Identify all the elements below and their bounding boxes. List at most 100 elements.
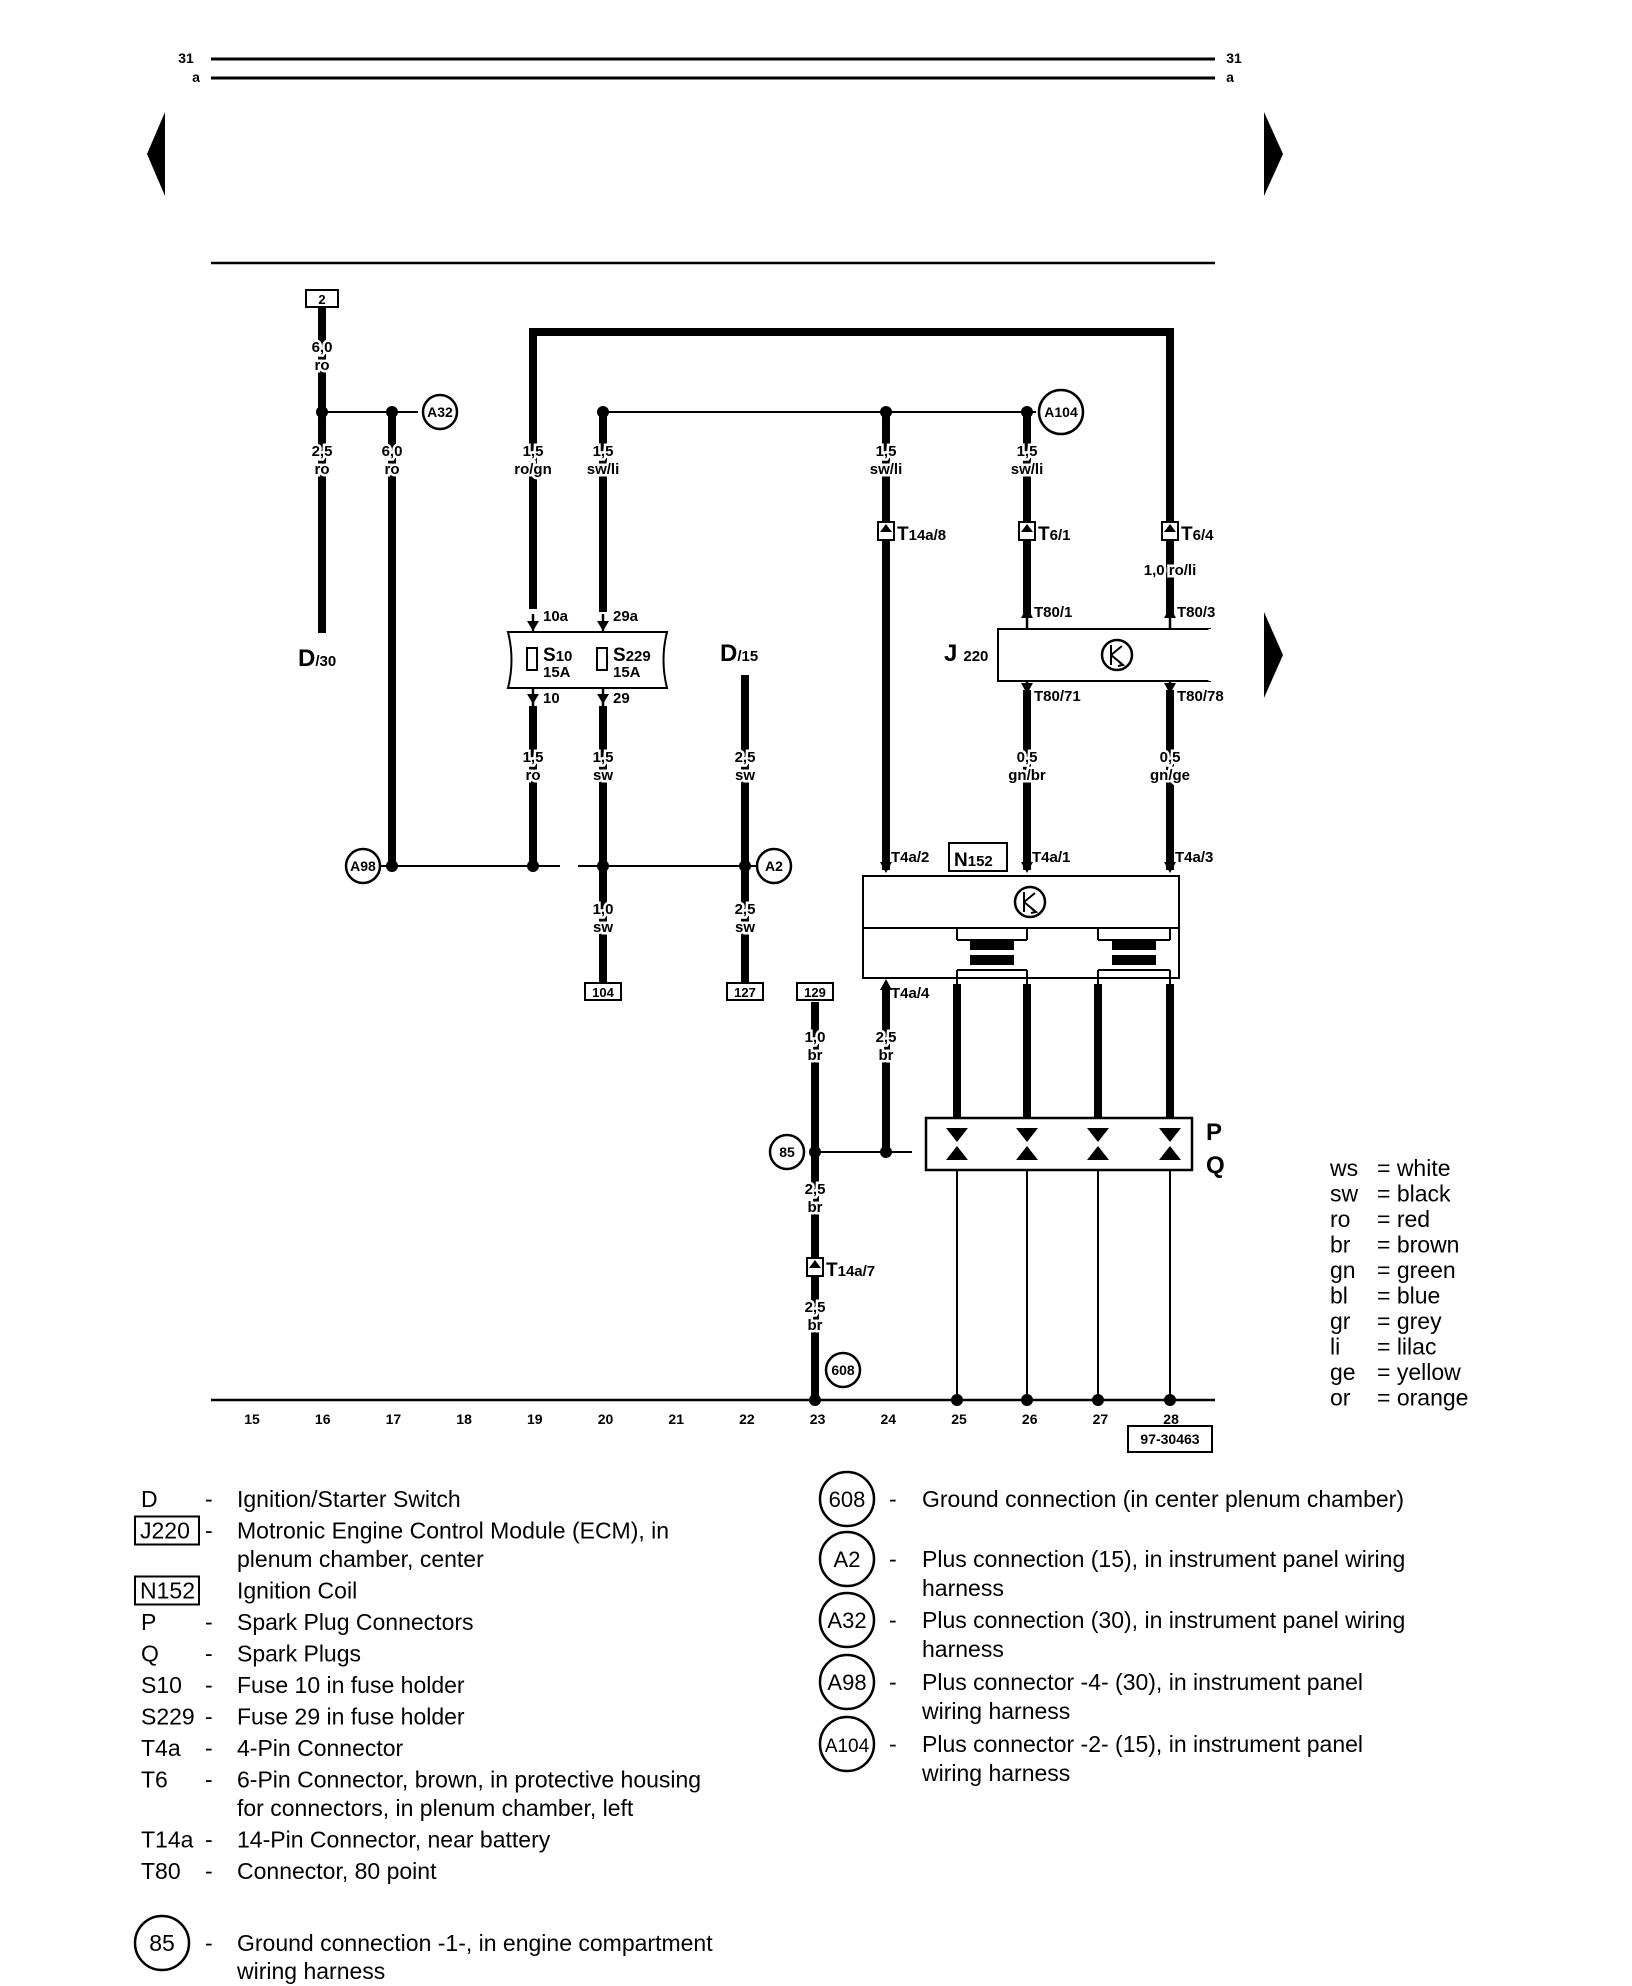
wire-label-color: ro [385, 461, 400, 478]
figure-id-box [1127, 1425, 1213, 1453]
pin-t4a-3: T4a/3 [1175, 849, 1213, 866]
legend-dash: - [205, 1767, 213, 1793]
legend-code: D [141, 1486, 158, 1512]
column-number: 15 [244, 1411, 260, 1427]
arrow-right-icon[interactable] [1264, 112, 1283, 196]
terminal-d15-main: D [720, 640, 737, 667]
pin-arrow-icon [597, 694, 609, 704]
wire-label-color: br [808, 1047, 823, 1064]
column-number: 18 [456, 1411, 472, 1427]
junction-dot [386, 406, 398, 418]
pin-29a: 29a [613, 608, 639, 625]
terminal-d30: D/30 [298, 645, 336, 672]
terminal-d30-sub: /30 [315, 653, 336, 670]
circle-a32-label: A32 [427, 404, 453, 420]
junction-dot [880, 1146, 892, 1158]
legend-dash: - [205, 1518, 213, 1544]
wire-label-size: 2,5 [805, 1181, 826, 1198]
wire-label-size: 1,0 [805, 1029, 826, 1046]
color-key-code: sw [1330, 1181, 1359, 1207]
legend-dash: - [205, 1827, 213, 1853]
spark-plug-icon [1159, 1146, 1181, 1160]
legend-circle [818, 1715, 876, 1773]
spark-plugs: P Q [924, 1116, 1225, 1186]
pin-arrow-icon [809, 1260, 821, 1268]
spark-plug-box [924, 1116, 1194, 1172]
column-number: 21 [668, 1411, 684, 1427]
color-key-meaning: = orange [1377, 1385, 1468, 1411]
label-p: P [1206, 1119, 1222, 1146]
legend-code-box [134, 1515, 200, 1546]
circle-a98-label: A98 [350, 858, 376, 874]
wire-label-color: sw [593, 919, 613, 936]
wire-label-size: 1,5 [593, 749, 614, 766]
pin-arrow-icon [1164, 862, 1176, 873]
ecm-label-sub: 220 [963, 648, 988, 665]
legend-code: A2 [834, 1547, 861, 1572]
legend-dash: - [205, 1704, 213, 1730]
spark-plug-icon [946, 1146, 968, 1160]
junction-dot [597, 406, 609, 418]
pin-arrow-icon [527, 694, 539, 704]
pin-arrow-icon [597, 621, 609, 631]
legend-description: Connector, 80 point [237, 1858, 437, 1884]
pin-t4a-1: T4a/1 [1032, 849, 1070, 866]
ref-2: 2 [318, 292, 325, 307]
arrow-right-icon[interactable] [1264, 612, 1283, 698]
fuse-icon [596, 647, 608, 671]
wire-label-size: 6,0 [312, 339, 333, 356]
circle-a2-label: A2 [765, 858, 783, 874]
legend-dash: - [889, 1731, 897, 1757]
legend-code: T14a [141, 1827, 194, 1853]
fuse-icon [526, 647, 538, 671]
spark-plug-icon [1087, 1146, 1109, 1160]
column-number: 28 [1163, 1411, 1179, 1427]
column-number: 24 [881, 1411, 897, 1427]
color-key-code: ro [1330, 1206, 1350, 1232]
legend-circle [818, 1530, 876, 1588]
wire-label-color: sw/li [1011, 461, 1044, 478]
spark-plug-arrows [946, 1128, 1181, 1160]
wire-label-size: 1,5 [1017, 443, 1038, 460]
circle-a98 [344, 847, 382, 885]
color-key-meaning: = black [1377, 1181, 1451, 1207]
page-sub-left: a [192, 69, 200, 85]
legend-dash: - [205, 1930, 213, 1956]
arrow-left-icon[interactable] [147, 112, 165, 196]
color-key-code: ge [1330, 1359, 1356, 1385]
terminal-d15-sub: /15 [737, 648, 758, 665]
legend-description: 4-Pin Connector [237, 1735, 404, 1761]
legend-code: S10 [141, 1672, 182, 1698]
connector-t6-4-sub: 6/4 [1193, 527, 1215, 544]
wire-label-size: 2,5 [735, 901, 756, 918]
terminal-d15: D/15 [720, 640, 758, 667]
transistor-icon [1100, 638, 1134, 672]
legend-code: A98 [827, 1670, 866, 1695]
fuse-s229-name: S229 [613, 645, 651, 666]
connection-circles: A32 A104 A98 A2 85 608 [344, 388, 1085, 1389]
junction-dot [597, 860, 609, 872]
thin-wires [211, 411, 1215, 1402]
legend-circle [133, 1914, 191, 1972]
ref-box-129 [796, 982, 834, 1001]
legend-description: Plus connection (30), in instrument pane… [922, 1607, 1405, 1633]
legend-description: Fuse 10 in fuse holder [237, 1672, 465, 1698]
column-number: 27 [1093, 1411, 1109, 1427]
legend-right: 608-Ground connection (in center plenum … [818, 1470, 1405, 1786]
pin-arrow-icon [1164, 524, 1176, 532]
legend-description: Spark Plug Connectors [237, 1609, 474, 1635]
junction-dot [1092, 1394, 1104, 1406]
transistor-symbol [1023, 892, 1039, 914]
coil-label: N152 [954, 850, 993, 871]
column-number: 26 [1022, 1411, 1038, 1427]
legend-description: Motronic Engine Control Module (ECM), in [237, 1518, 669, 1544]
legend-code: N152 [140, 1578, 195, 1604]
legend-description: wiring harness [921, 1760, 1070, 1786]
connector-t6-4-main: T [1181, 524, 1193, 545]
legend-description: wiring harness [236, 1958, 385, 1984]
transistor-icon [1013, 885, 1047, 919]
junction-dots [316, 406, 1176, 1406]
pin-arrow-icon [1021, 607, 1033, 618]
